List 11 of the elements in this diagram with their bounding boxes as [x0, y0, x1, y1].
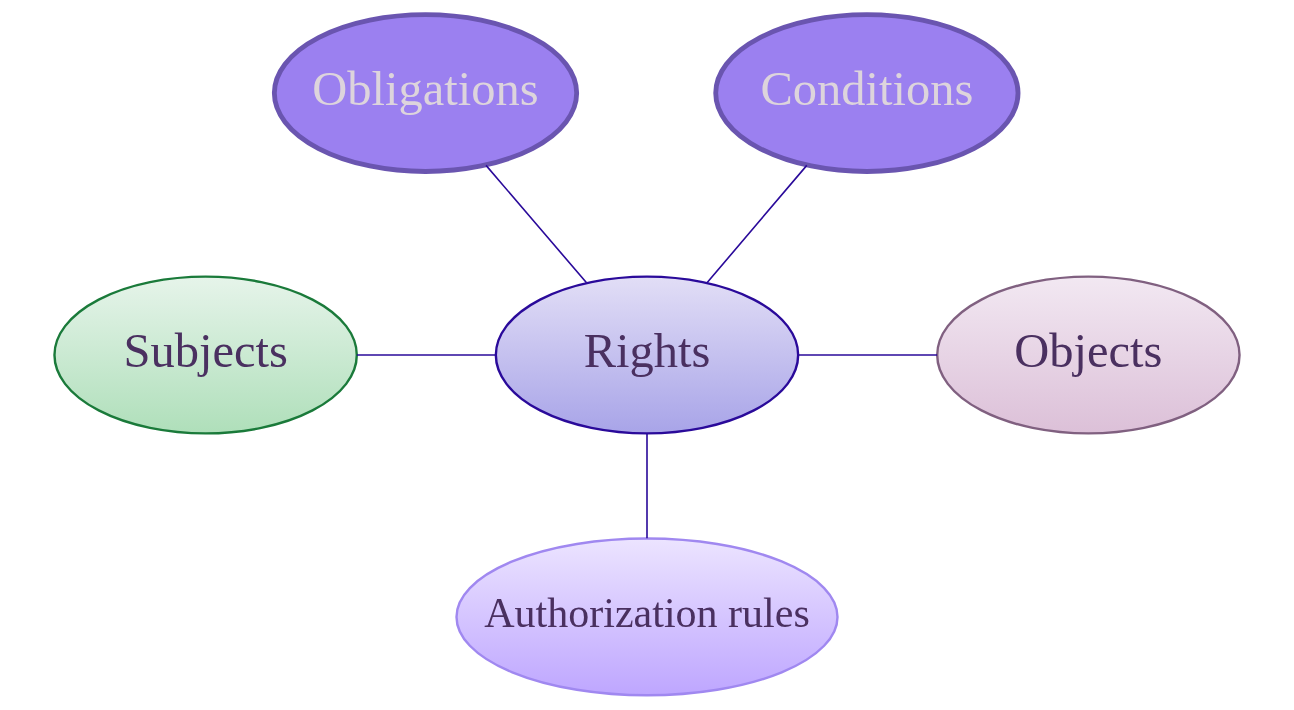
connector [485, 164, 588, 284]
node-ellipse: Objects [936, 275, 1241, 435]
node-ellipse: Conditions [713, 12, 1021, 174]
node-ellipse: Subjects [53, 275, 358, 435]
connector [706, 164, 808, 284]
node-ellipse: Authorization rules [455, 537, 839, 697]
connector [797, 354, 938, 356]
node-ellipse: Rights [494, 275, 800, 435]
node-ellipse: Obligations [271, 12, 580, 174]
connector [356, 354, 497, 356]
connector [646, 432, 648, 540]
